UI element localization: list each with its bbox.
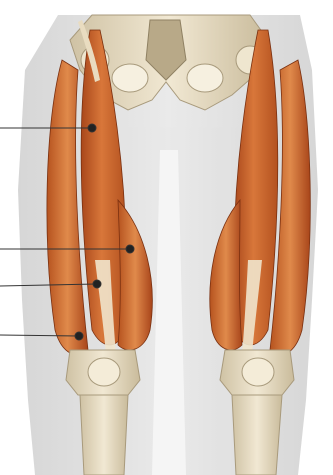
right-patella xyxy=(242,358,274,386)
left-tibia xyxy=(80,395,128,475)
left-patella xyxy=(88,358,120,386)
right-tibia xyxy=(232,395,282,475)
